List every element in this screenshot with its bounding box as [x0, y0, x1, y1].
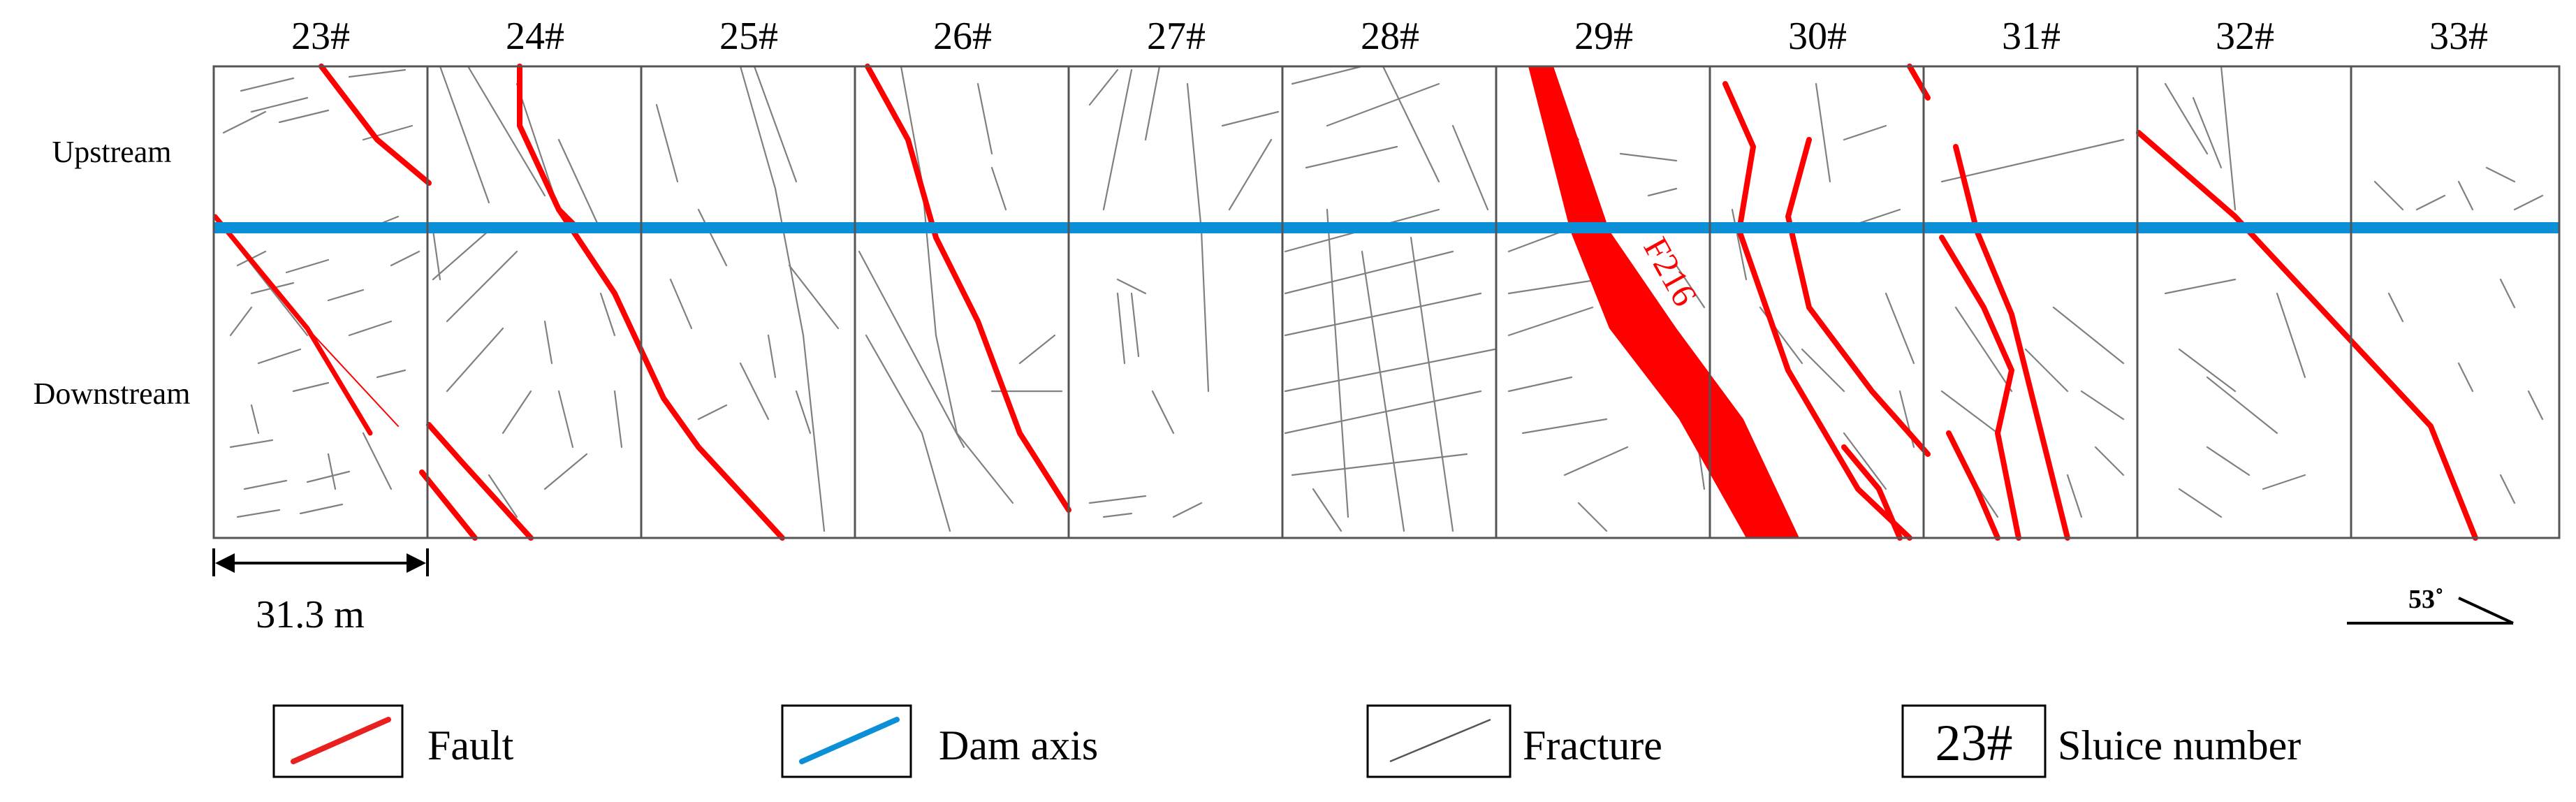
sluice-label-24: 24# [506, 15, 564, 58]
sluice-label-29: 29# [1574, 15, 1633, 58]
sluice-label-33: 33# [2429, 15, 2488, 58]
legend-fracture-swatch [1389, 718, 1491, 763]
downstream-label: Downstream [34, 377, 191, 411]
fault-f216-band [1528, 66, 1799, 538]
upstream-label: Upstream [52, 135, 171, 169]
sluice-label-25: 25# [719, 15, 778, 58]
sluice-label-27: 27# [1147, 15, 1206, 58]
sluice-label-31: 31# [2002, 15, 2061, 58]
legend-fault-label: Fault [427, 722, 514, 768]
scale-bar-label: 31.3 m [256, 593, 365, 636]
legend-dam-axis-swatch [799, 717, 900, 764]
sluice-frames [212, 65, 2561, 539]
dam-axis-line [214, 222, 2559, 233]
sluice-label-26: 26# [933, 15, 992, 58]
legend-item-dam-axis: Dam axis [781, 704, 1098, 778]
legend-fault-swatch [291, 717, 391, 764]
legend-sluice-number-label: Sluice number [2058, 722, 2301, 768]
legend: Fault Dam axis Fracture 23# Sluice numbe… [272, 704, 2301, 778]
legend-item-fault: Fault [272, 704, 514, 778]
legend-item-fracture: Fracture [1366, 704, 1662, 778]
scale-bar [212, 548, 429, 576]
fracture-lines [222, 65, 2544, 532]
sluice-number-labels: 23# 24# 25# 26# 27# 28# 29# 30# 31# 32# … [291, 15, 2488, 58]
sluice-label-28: 28# [1361, 15, 1419, 58]
orientation-angle-label: 53˚ [2408, 585, 2444, 614]
sluice-label-23: 23# [291, 15, 350, 58]
legend-fracture-label: Fracture [1523, 722, 1662, 768]
legend-item-sluice-number: 23# Sluice number [1901, 704, 2301, 778]
sluice-label-32: 32# [2216, 15, 2274, 58]
orientation-indicator [2347, 597, 2514, 625]
fault-lines [212, 64, 2478, 541]
sluice-label-30: 30# [1788, 15, 1847, 58]
legend-dam-axis-label: Dam axis [939, 722, 1098, 768]
legend-sluice-sample: 23# [1935, 715, 2013, 772]
